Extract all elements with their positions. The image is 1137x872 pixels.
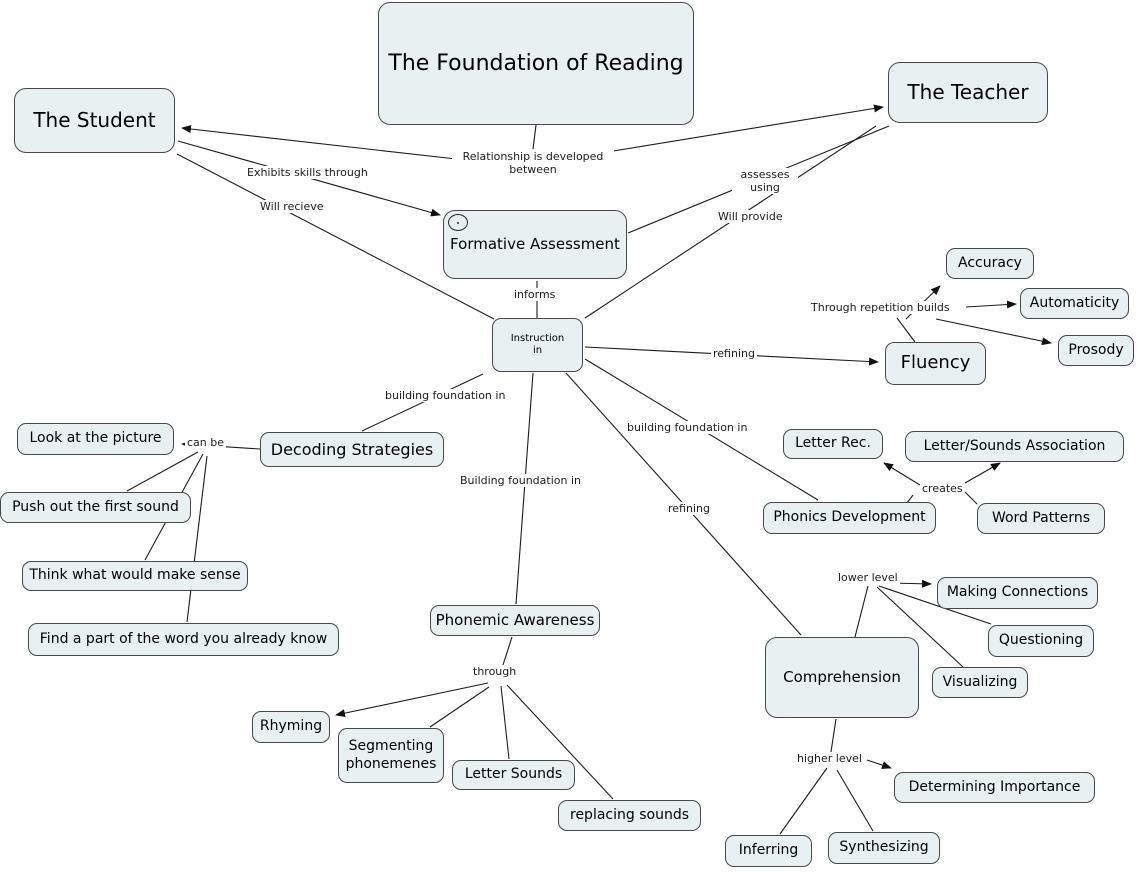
link-label-will-recieve[interactable]: Will recieve (258, 200, 326, 213)
link-label-building-foundation-right[interactable]: building foundation in (625, 421, 750, 434)
node-formative-assessment[interactable]: Formative Assessment (443, 210, 627, 279)
link-label-lower-level[interactable]: lower level (836, 571, 900, 584)
node-letter-rec[interactable]: Letter Rec. (783, 429, 883, 459)
link-label-assesses-using[interactable]: assesses using (732, 168, 798, 194)
node-the-student[interactable]: The Student (14, 88, 175, 153)
node-fluency[interactable]: Fluency (885, 342, 986, 385)
edge-repetition-automaticity (965, 300, 1017, 309)
edge-canbe-push-sound (126, 451, 199, 492)
node-visualizing[interactable]: Visualizing (932, 667, 1028, 698)
node-think-what-would-make-sense[interactable]: Think what would make sense (22, 561, 248, 591)
link-label-refining-fluency[interactable]: refining (711, 347, 757, 360)
edge-lower-questioning (878, 585, 992, 625)
link-label-through[interactable]: through (471, 665, 519, 678)
node-questioning[interactable]: Questioning (988, 625, 1094, 657)
node-replacing-sounds[interactable]: replacing sounds (558, 800, 701, 831)
node-look-at-the-picture[interactable]: Look at the picture (17, 423, 174, 455)
edge-higher-synthesizing (836, 769, 874, 832)
link-label-informs[interactable]: informs (512, 288, 558, 301)
edge-canbe-find-part (186, 455, 208, 623)
annotation-dot-icon (457, 221, 459, 224)
node-determining-importance[interactable]: Determining Importance (894, 772, 1095, 803)
node-making-connections[interactable]: Making Connections (937, 577, 1098, 609)
edge-through-replacing-sounds (506, 684, 614, 800)
link-label-will-provide[interactable]: Will provide (716, 210, 785, 223)
node-segmenting-phonemenes[interactable]: Segmenting phonemenes (338, 728, 444, 783)
edge-creates-letter-sounds-assoc (964, 462, 1001, 484)
link-label-higher-level[interactable]: higher level (795, 752, 864, 765)
edge-creates-letter-rec (883, 462, 921, 486)
edge-creates-word-patterns (964, 491, 978, 505)
edge-fluency-repetition-label (896, 317, 916, 343)
link-label-can-be[interactable]: can be (185, 436, 227, 449)
node-letter-sounds[interactable]: Letter Sounds (452, 760, 575, 790)
edge-phonics-creates (906, 494, 914, 504)
edge-higher-inferring (779, 767, 828, 835)
node-rhyming[interactable]: Rhyming (252, 711, 330, 743)
node-prosody[interactable]: Prosody (1058, 335, 1134, 366)
link-label-relationship[interactable]: Relationship is developed between (452, 150, 614, 176)
edge-through-segmenting (429, 686, 490, 728)
node-comprehension[interactable]: Comprehension (765, 637, 919, 718)
edge-instruction-decoding (361, 373, 484, 432)
edge-student-instruction-will-recieve (176, 153, 495, 320)
link-label-building-foundation-center[interactable]: Building foundation in (458, 474, 583, 487)
node-automaticity[interactable]: Automaticity (1020, 288, 1129, 319)
link-label-building-foundation-left[interactable]: building foundation in (383, 389, 508, 402)
edge-through-rhyming (335, 682, 489, 718)
link-label-creates[interactable]: creates (920, 482, 965, 495)
node-phonemic-awareness[interactable]: Phonemic Awareness (430, 605, 600, 636)
edge-relationship-teacher (606, 104, 884, 153)
node-accuracy[interactable]: Accuracy (946, 248, 1034, 279)
link-label-through-repetition-builds[interactable]: Through repetition builds (809, 301, 952, 314)
node-letter-sounds-association[interactable]: Letter/Sounds Association (905, 431, 1124, 462)
edge-foundation-relationship (532, 124, 537, 150)
node-push-out-first-sound[interactable]: Push out the first sound (0, 492, 191, 523)
link-label-refining-comprehension[interactable]: refining (666, 502, 712, 515)
edge-repetition-prosody (935, 318, 1052, 346)
edge-instruction-phonemic (515, 372, 534, 605)
node-find-part-of-word[interactable]: Find a part of the word you already know (28, 623, 339, 656)
edge-phonemic-through-label (502, 636, 513, 666)
node-word-patterns[interactable]: Word Patterns (977, 503, 1105, 534)
edge-higher-determining-importance (866, 759, 892, 769)
link-label-exhibits-skills[interactable]: Exhibits skills through (245, 166, 370, 179)
edge-comprehension-lower-label (854, 585, 869, 638)
node-synthesizing[interactable]: Synthesizing (828, 832, 940, 864)
edge-through-letter-sounds (500, 685, 510, 760)
edge-relationship-student (181, 125, 457, 160)
annotation-icon[interactable] (448, 214, 468, 231)
node-foundation-of-reading[interactable]: The Foundation of Reading (378, 2, 694, 125)
edge-comprehension-higher-label (830, 718, 837, 753)
node-decoding-strategies[interactable]: Decoding Strategies (260, 432, 444, 467)
edge-lower-visualizing (876, 586, 964, 668)
node-instruction-in[interactable]: Instruction in (492, 318, 583, 372)
node-the-teacher[interactable]: The Teacher (888, 62, 1048, 123)
node-formative-assessment-label: Formative Assessment (450, 235, 620, 254)
node-phonics-development[interactable]: Phonics Development (763, 502, 936, 534)
node-inferring[interactable]: Inferring (725, 835, 812, 867)
